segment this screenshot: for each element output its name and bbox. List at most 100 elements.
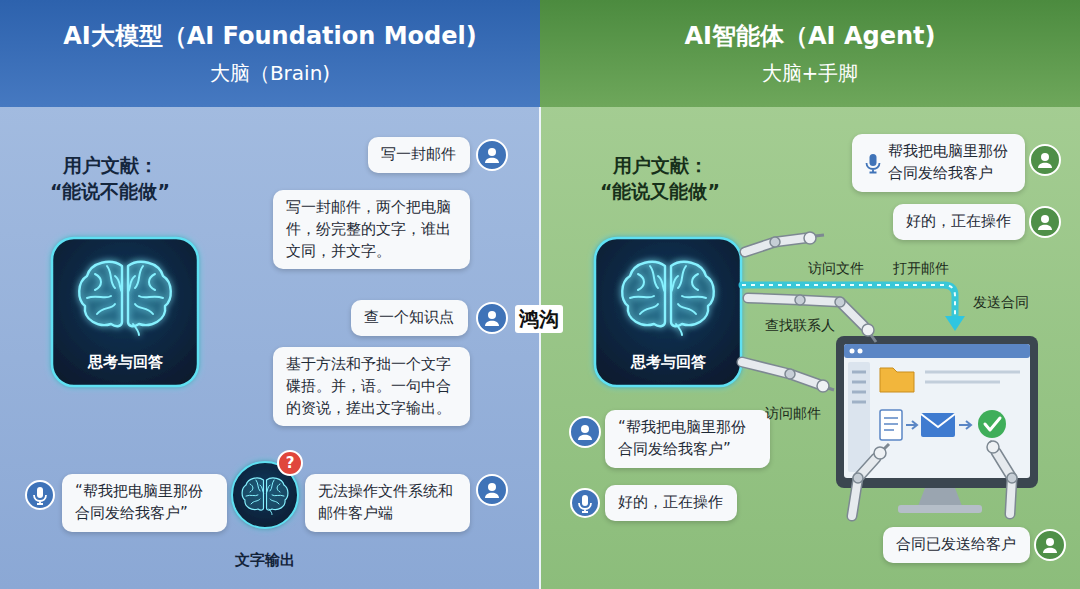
chat-bubble: 写一封邮件 (368, 137, 470, 173)
user-icon (1035, 530, 1065, 560)
mic-icon (870, 154, 877, 166)
brain-box: 思考与回答 (595, 238, 741, 386)
computer-monitor (884, 418, 898, 430)
node-subtext: 大脑+手脚 (762, 60, 859, 86)
robot-hand (990, 441, 991, 442)
label-text: 鸿沟 (519, 306, 559, 332)
node-text: 思考与回答 (631, 353, 706, 373)
robot-joint (835, 297, 845, 307)
panel-ground (540, 0, 1080, 589)
label-text: 查找联系人 (765, 316, 835, 334)
brain-figure (242, 478, 288, 515)
user-icon (477, 475, 507, 505)
chat-bubble: 好的，正在操作 (605, 485, 737, 521)
chat-bubble: 好的，正在操作 (893, 204, 1025, 240)
chat-bubble: 基于方法和予拙一个文字 碟捂。并，语。一句中合 的资说，搓出文字输出。 (273, 347, 470, 426)
node-subtext: “能说不能做” (35, 179, 185, 205)
computer-monitor (852, 372, 866, 402)
robot-joint (1007, 473, 1017, 483)
user-icon (1043, 538, 1057, 553)
node-text: 用户文献： (35, 153, 185, 179)
user-icon (477, 140, 1065, 560)
computer-monitor (898, 505, 982, 513)
computer-monitor (978, 410, 1006, 438)
robot-arm (745, 238, 806, 252)
user-icon (578, 425, 592, 440)
robot-hand (884, 444, 889, 449)
node-text: 写一封邮件，两个把电脑 件，纷完整的文字，谁出 文同，并文字。 (286, 197, 456, 262)
robot-hand (987, 441, 999, 453)
robot-hand (817, 380, 829, 392)
computer-monitor (918, 488, 962, 506)
node-text: 基于方法和予拙一个文字 碟捂。并，语。一句中合 的资说，搓出文字输出。 (286, 354, 456, 419)
user-icon (485, 148, 499, 163)
chat-bubble: 查一个知识点 (351, 300, 468, 336)
mic-icon (867, 163, 880, 173)
robot-hand (828, 388, 834, 390)
node-text: “帮我把电脑里那份 合同发给我客户” (618, 417, 756, 461)
label-text: 打开邮件 (893, 259, 949, 277)
user-icon (485, 311, 499, 326)
node-text: 好的，正在操作 (906, 211, 1012, 233)
robot-joint (770, 237, 1017, 483)
robot-joint (795, 295, 805, 305)
brain-figure (622, 262, 714, 335)
robot-hand (804, 232, 999, 459)
brain-circle: 文字输出? (225, 460, 305, 572)
computer-monitor (836, 336, 1038, 513)
robot-arm (852, 458, 876, 516)
computer-monitor (906, 421, 917, 429)
node-subtext: “能说又能做” (585, 179, 735, 205)
brain-figure (52, 238, 198, 386)
user-icon (477, 303, 507, 333)
step-label: 访问文件 (808, 259, 864, 277)
chat-bubble: 帮我把电脑里那份 合同发给我客户 (852, 134, 1025, 192)
computer-monitor (921, 413, 955, 437)
node-text: 写一封邮件 (381, 144, 457, 166)
node-text: AI智能体（AI Agent) (685, 21, 936, 52)
user-icon (1038, 153, 1052, 168)
computer-monitor (985, 418, 1000, 430)
robot-arm (742, 362, 818, 384)
computer-monitor (848, 362, 870, 472)
robot-joint (770, 237, 780, 247)
panel-ground (0, 0, 540, 589)
node-text: “帮我把电脑里那份 合同发给我客户” (75, 481, 213, 525)
node-text: 查一个知识点 (364, 307, 455, 329)
mic-icon (26, 481, 54, 509)
chat-bubble: 合同已发送给客户 (883, 527, 1030, 563)
label-text: 访问文件 (808, 259, 864, 277)
robot-joint (853, 473, 863, 483)
user-icon (1030, 145, 1060, 175)
robot-arm (742, 238, 1012, 516)
node-text: 无法操作文件系统和 邮件客户端 (318, 481, 456, 525)
label-text: 访问邮件 (765, 404, 821, 422)
brain-figure (595, 238, 741, 386)
user-icon (1038, 215, 1052, 230)
mic-icon (863, 152, 883, 174)
chat-bubble: 无法操作文件系统和 邮件客户端 (305, 474, 470, 532)
user-icon (570, 417, 600, 447)
computer-monitor (858, 349, 863, 354)
robot-arm (745, 238, 806, 252)
node-text: 思考与回答 (88, 353, 163, 373)
step-label: 访问邮件 (765, 404, 821, 422)
flow-arrow (945, 316, 965, 331)
step-label: 打开邮件 (893, 259, 949, 277)
node-text: 文字输出 (235, 551, 295, 571)
robot-hand (871, 335, 876, 342)
brain-figure (79, 262, 171, 335)
mic-icon (34, 487, 46, 504)
node-text: 合同已发送给客户 (896, 534, 1017, 556)
computer-monitor (880, 410, 902, 440)
user-icon (1030, 207, 1060, 237)
user-icon (485, 483, 499, 498)
chat-bubble: 写一封邮件，两个把电脑 件，纷完整的文字，谁出 文同，并文字。 (273, 190, 470, 269)
robot-joint (785, 369, 795, 379)
panel: 用户文献：“能说不能做” 思考与回答 写一封邮件写一封邮件，两个把电脑 件，纷完整的… (0, 107, 540, 589)
node-text: AI大模型（AI Foundation Model) (63, 21, 476, 52)
brain-figure (52, 238, 741, 528)
user-icon (477, 140, 507, 170)
